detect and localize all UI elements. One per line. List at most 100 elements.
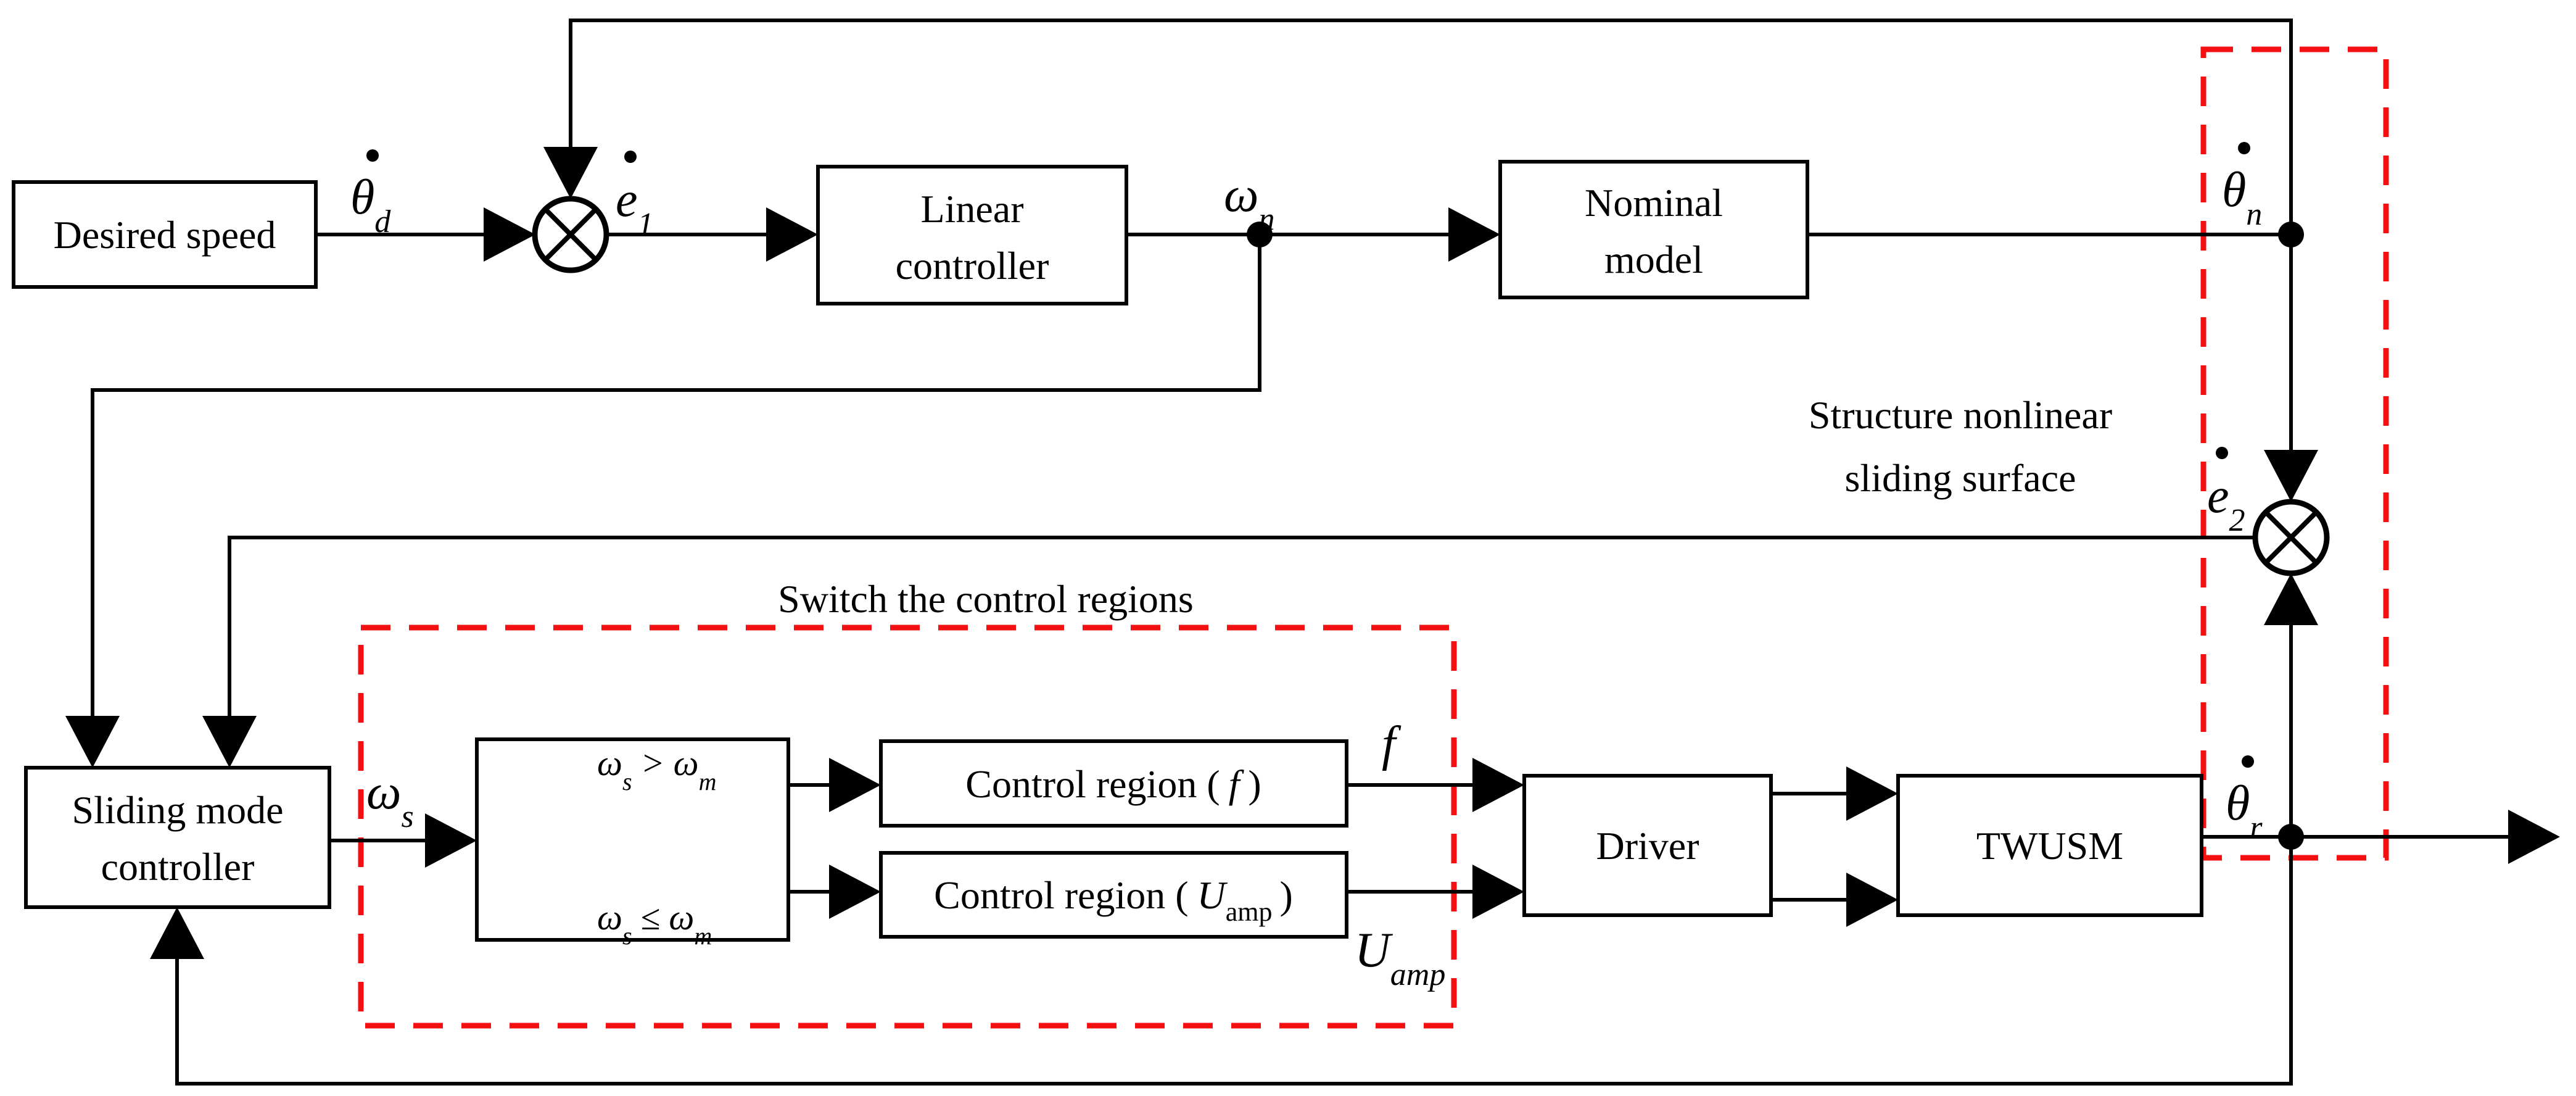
label-suffix: )	[1248, 762, 1261, 806]
block-rect	[1896, 774, 2203, 917]
wire-theta-n-to-sum2	[2264, 246, 2318, 502]
block-label: Linear	[921, 187, 1024, 231]
arrowhead-down-icon	[543, 147, 598, 199]
signal-label: ωn	[1224, 168, 1274, 237]
signal-omega-s: ωs	[366, 765, 414, 834]
signal-sub: n	[2246, 197, 2262, 232]
signal-label: θr	[2226, 776, 2263, 845]
block-rect	[475, 737, 790, 942]
wire-e2-to-sliding-mode	[202, 536, 2255, 768]
wire-top-feedback	[543, 19, 2293, 223]
omega-n-branch-node	[1247, 222, 1273, 247]
signal-sub: amp	[1390, 957, 1446, 992]
wire	[91, 246, 1261, 718]
wire-bottom-feedback	[150, 849, 2293, 1086]
block-label: Sliding mode	[72, 788, 283, 832]
block-label: controller	[101, 845, 255, 889]
signal-e1: e1	[616, 151, 654, 242]
theta-r-branch-node	[2278, 824, 2304, 850]
wire	[175, 849, 2293, 1086]
sliding-surface-caption-line2: sliding surface	[1845, 456, 2076, 500]
signal-sub: n	[1258, 202, 1274, 237]
block-label: Control region (Uamp)	[934, 873, 1293, 927]
arrowhead-up-icon	[150, 907, 204, 959]
signal-base: e	[2207, 469, 2229, 523]
cond-lhs: ω	[597, 897, 622, 937]
condition-upper-label: ωs>ωm	[597, 743, 717, 795]
cond-rhs-sub: m	[699, 768, 717, 795]
arrowhead-right-icon	[829, 865, 881, 919]
signal-label: f	[1382, 717, 1402, 771]
signal-base: f	[1382, 717, 1402, 771]
switch-control-regions-outline	[358, 625, 1457, 1029]
sliding-surface-caption-line1: Structure nonlinear	[1809, 393, 2112, 437]
cond-rhs-sub: m	[694, 922, 712, 950]
signal-base: θ	[350, 170, 374, 225]
arrowhead-down-icon	[2264, 450, 2318, 502]
arrowhead-right-icon	[484, 207, 535, 262]
signal-omega-n: ωn	[1224, 168, 1274, 237]
arrowhead-down-icon	[202, 716, 257, 768]
block-rect	[1522, 774, 1773, 917]
signal-theta-n: θn	[2222, 142, 2262, 232]
wire-switch-to-control-u	[788, 865, 881, 919]
cond-op: ≤	[641, 897, 661, 937]
signal-label: ωs	[366, 765, 414, 834]
block-control-region-u: Control region (Uamp)	[879, 851, 1348, 939]
cond-lhs-sub: s	[622, 768, 632, 795]
block-rect	[24, 766, 331, 909]
derivative-dot-icon	[624, 151, 637, 163]
block-label: Driver	[1596, 824, 1699, 868]
block-label: Nominal	[1585, 181, 1723, 225]
label-symbol: U	[1197, 873, 1228, 917]
signal-label: e2	[2207, 469, 2245, 538]
signal-base: ω	[1224, 168, 1258, 222]
signal-base: U	[1355, 923, 1393, 978]
wire-driver-to-twusm-upper	[1771, 766, 1898, 821]
block-sliding-mode-controller: Sliding mode controller	[24, 766, 331, 909]
derivative-dot-icon	[2238, 142, 2250, 154]
signal-sub: 2	[2229, 503, 2245, 538]
arrowhead-up-icon	[2264, 573, 2318, 625]
signal-e2: e2	[2207, 447, 2245, 538]
arrowhead-down-icon	[65, 716, 120, 768]
signal-label: θn	[2222, 163, 2262, 232]
block-label: Desired speed	[54, 213, 276, 257]
block-rect	[1498, 160, 1809, 299]
derivative-dot-icon	[2242, 755, 2254, 768]
wire-theta-r-to-sum2	[2264, 573, 2318, 837]
derivative-dot-icon	[2216, 447, 2228, 459]
block-label: controller	[896, 244, 1049, 288]
block-rect	[879, 739, 1348, 828]
signal-base: e	[616, 173, 638, 227]
signal-theta-r: θr	[2226, 755, 2263, 845]
wire-desired-to-sum1	[316, 207, 535, 262]
arrowhead-right-icon	[425, 813, 477, 868]
wire-sum1-to-linear-controller	[606, 207, 818, 262]
block-label: TWUSM	[1976, 824, 2123, 868]
block-driver: Driver	[1522, 774, 1773, 917]
wire-linear-to-nominal	[1126, 207, 1500, 262]
arrowhead-right-icon	[766, 207, 818, 262]
arrowhead-right-icon	[1846, 873, 1898, 927]
label-suffix: )	[1280, 873, 1293, 917]
wire	[228, 536, 2255, 718]
block-nominal-model: Nominal model	[1498, 160, 1809, 299]
wire-driver-to-twusm-lower	[1771, 873, 1898, 927]
block-desired-speed: Desired speed	[12, 180, 318, 289]
arrowhead-right-icon	[1472, 865, 1524, 919]
wire-omega-n-branch-to-sliding-mode	[65, 246, 1261, 768]
signal-sub: s	[401, 799, 413, 834]
cond-rhs: ω	[674, 743, 699, 783]
sum-cross	[2264, 510, 2318, 565]
cond-rhs: ω	[669, 897, 694, 937]
signal-base: θ	[2222, 163, 2246, 217]
arrowhead-right-icon	[829, 758, 881, 812]
signal-base: ω	[366, 765, 401, 820]
signal-u-amp: Uamp	[1355, 923, 1445, 992]
signal-f: f	[1382, 717, 1402, 771]
theta-n-branch-node	[2278, 222, 2304, 247]
summing-junction-1	[532, 196, 609, 273]
block-twusm: TWUSM	[1896, 774, 2203, 917]
